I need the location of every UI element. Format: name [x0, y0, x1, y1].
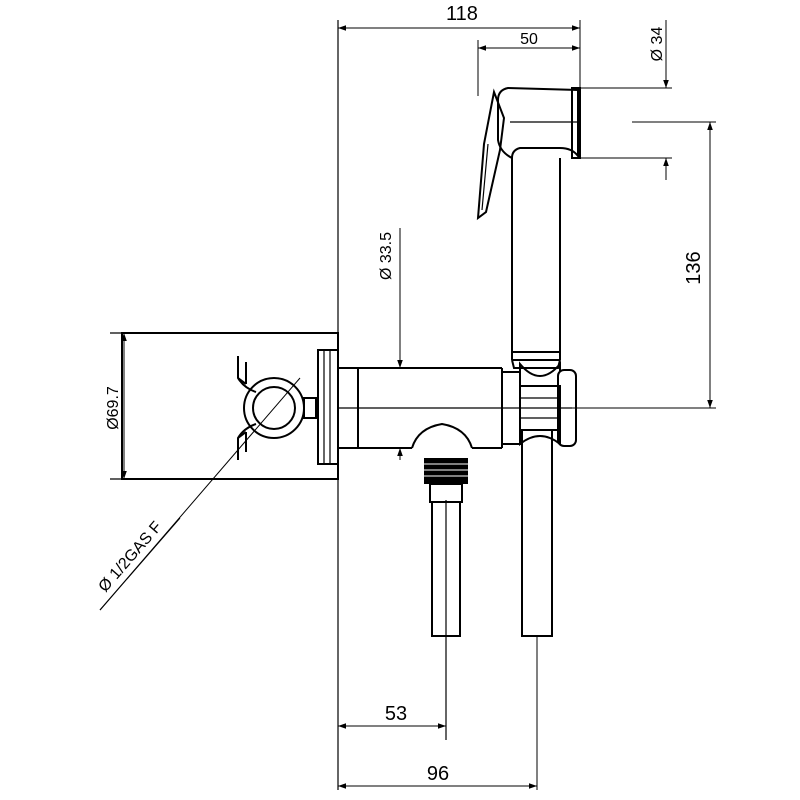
dim-53-label: 53 — [385, 703, 407, 725]
dim-50-label: 50 — [520, 31, 538, 48]
leader-thread — [99, 377, 301, 611]
dim-d69-7-label: Ø69.7 — [105, 386, 122, 430]
valve-handle — [237, 356, 317, 460]
hose-connector — [501, 361, 577, 447]
dim-96 — [338, 636, 538, 790]
dim-d34-label: Ø 34 — [649, 27, 666, 62]
spray-handset — [476, 86, 581, 369]
escutcheon — [317, 349, 339, 465]
dim-136 — [572, 121, 716, 409]
leader-thread-label: Ø 1/2GAS F — [96, 518, 166, 595]
dim-118 — [338, 20, 581, 88]
dim-d34 — [580, 20, 672, 180]
dim-118-label: 118 — [446, 3, 478, 25]
inlet-pipe — [424, 458, 468, 740]
dim-50 — [477, 40, 580, 96]
hose — [521, 429, 553, 637]
dim-d33-5-label: Ø 33.5 — [378, 232, 395, 280]
dim-96-label: 96 — [427, 763, 449, 785]
dim-136-label: 136 — [683, 251, 705, 284]
